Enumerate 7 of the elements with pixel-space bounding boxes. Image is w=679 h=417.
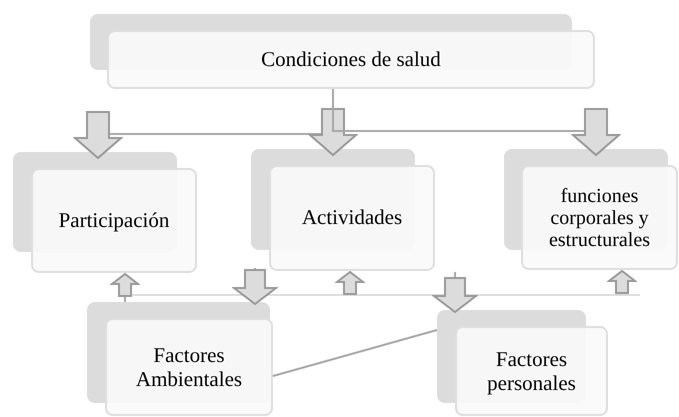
node-label: funciones corporales y estructurales [548,184,652,250]
node-label: Factores Ambientales [134,342,244,392]
connector-line [272,329,438,377]
node-label: Participación [58,206,170,234]
node-label: Actividades [302,204,402,232]
node-label: Factores personales [486,346,577,396]
node-label: Condiciones de salud [261,46,441,73]
